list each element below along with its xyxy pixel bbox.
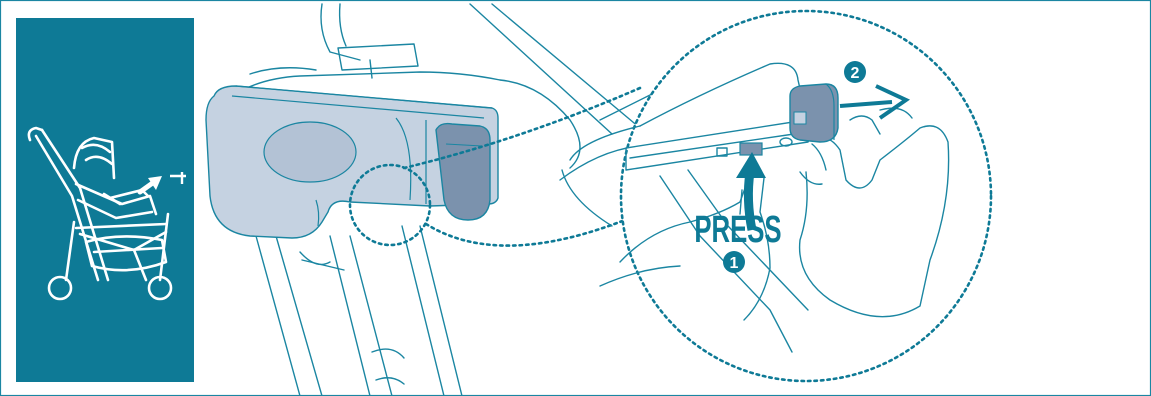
step-2-number: 2 [851, 65, 860, 82]
press-label: PRESS [694, 208, 781, 250]
step-1-badge: 1 [723, 251, 745, 273]
step-2-badge: 2 [844, 61, 866, 83]
step-1-number: 1 [730, 255, 739, 272]
bumper-bar [206, 86, 498, 238]
detail-zoom [562, 11, 991, 381]
